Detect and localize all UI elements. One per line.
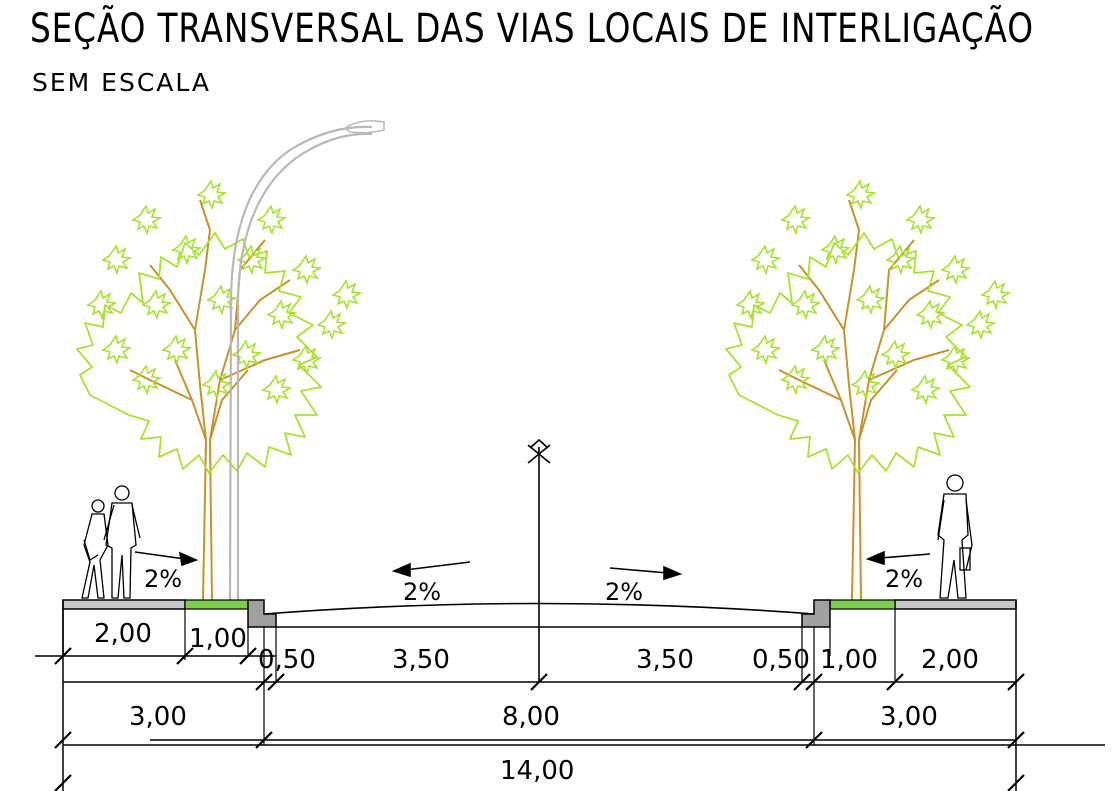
left-tree-crown <box>76 232 322 474</box>
left-sidewalk-paving <box>62 599 186 610</box>
dim-right-gutter: 0,50 <box>752 645 810 675</box>
drawing-subtitle: SEM ESCALA <box>32 68 212 97</box>
dim-left-sidewalk: 2,00 <box>94 619 152 649</box>
slope-label-right-lane: 2% <box>605 578 643 606</box>
pedestrian-right <box>937 474 973 599</box>
left-tree <box>76 180 361 601</box>
right-tree-crown <box>725 232 971 474</box>
right-sidewalk-paving <box>894 599 1017 610</box>
pedestrians-left <box>81 485 141 599</box>
right-tree-trunk <box>778 199 950 601</box>
dimension-lines <box>35 647 1105 791</box>
dim-left-gutter: 0,50 <box>258 645 316 675</box>
left-planting-strip <box>184 599 249 610</box>
slope-arrows <box>134 550 931 581</box>
dim-right-sidewalk: 2,00 <box>921 645 979 675</box>
dim-right-side: 3,00 <box>880 702 938 732</box>
right-planting-strip <box>829 599 896 610</box>
dimension-ticks <box>54 647 1025 791</box>
road-crown <box>263 602 815 615</box>
slope-label-left-sidewalk: 2% <box>144 565 182 593</box>
drawing-title: SEÇÃO TRANSVERSAL DAS VIAS LOCAIS DE INT… <box>30 6 1034 52</box>
dim-left-planting: 1,00 <box>189 624 247 654</box>
road-section <box>62 599 1017 791</box>
dim-roadway: 8,00 <box>502 702 560 732</box>
left-tree-trunk <box>129 199 301 601</box>
dim-left-lane: 3,50 <box>392 645 450 675</box>
dim-total: 14,00 <box>500 756 574 786</box>
right-tree <box>725 180 1010 601</box>
dimension-labels: 2,00 1,00 0,50 3,50 3,50 0,50 1,00 2,00 … <box>94 619 979 786</box>
slope-label-right-sidewalk: 2% <box>885 565 923 593</box>
slope-label-left-lane: 2% <box>403 578 441 606</box>
dim-left-side: 3,00 <box>129 702 187 732</box>
dim-right-planting: 1,00 <box>820 645 878 675</box>
lamp-post <box>228 120 385 601</box>
dim-right-lane: 3,50 <box>636 645 694 675</box>
centerline <box>527 438 551 682</box>
